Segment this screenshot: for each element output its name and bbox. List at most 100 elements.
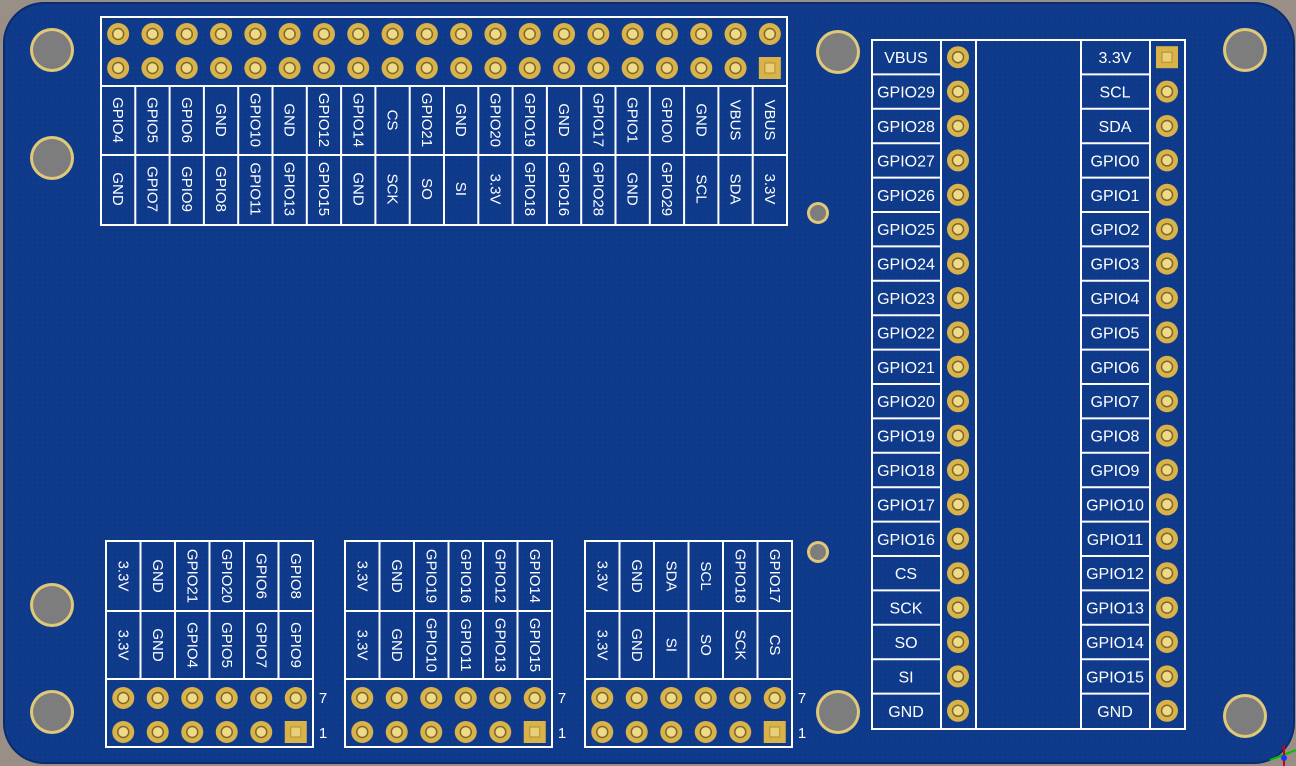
header-label: 3.3V — [486, 174, 503, 205]
module-right-label: GPIO0 — [1091, 153, 1140, 170]
module-left-label: GPIO20 — [877, 394, 935, 411]
header-pad — [210, 23, 233, 45]
module-right-label: GPIO7 — [1091, 394, 1140, 411]
pmod-pad — [284, 687, 307, 709]
module-pad — [947, 321, 969, 344]
header-label: GPIO5 — [143, 97, 160, 143]
module-right-label: GPIO8 — [1091, 429, 1140, 446]
module-left-label: GPIO28 — [877, 119, 935, 136]
module-right-label: GPIO12 — [1086, 566, 1144, 583]
header-pad — [518, 23, 541, 45]
module-right-label: GPIO3 — [1091, 257, 1140, 274]
module-pad — [947, 183, 969, 206]
header-pad — [621, 57, 644, 79]
header-label: GPIO11 — [246, 162, 263, 215]
module-pad — [1156, 390, 1178, 413]
module-left-label: GPIO24 — [877, 257, 935, 274]
module-pad — [947, 46, 969, 69]
header-label: GPIO1 — [624, 97, 641, 143]
module-left-label: GPIO21 — [877, 360, 935, 377]
pmod-label: GND — [628, 559, 645, 593]
module-right-label: GPIO4 — [1091, 291, 1140, 308]
pin-number-label: 7 — [319, 690, 327, 707]
pmod-label: GPIO11 — [457, 618, 474, 671]
module-right-label: SDA — [1099, 119, 1132, 136]
module-pad — [1156, 665, 1178, 688]
header-pad — [724, 57, 747, 79]
module-right-label: GPIO15 — [1086, 669, 1144, 686]
header-label: GND — [555, 103, 572, 137]
header-pad — [347, 57, 370, 79]
pmod-label: GPIO6 — [252, 553, 269, 599]
module-pad — [947, 699, 969, 722]
module-left-label: GPIO19 — [877, 429, 935, 446]
header-label: GPIO29 — [658, 162, 675, 216]
pmod-pad — [351, 721, 374, 743]
pmod-label: GPIO5 — [218, 622, 235, 668]
module-pad — [1156, 149, 1178, 172]
header-label: GND — [624, 172, 641, 206]
pmod-pad — [250, 687, 273, 709]
header-label: GPIO28 — [589, 162, 606, 216]
pmod-label: GPIO21 — [183, 549, 200, 603]
pmod-pad — [729, 687, 752, 709]
module-left-label: GPIO26 — [877, 188, 935, 205]
header-label: GPIO13 — [281, 162, 298, 216]
module-left-label: GND — [888, 704, 924, 721]
pmod-pad — [112, 687, 135, 709]
header-pad — [553, 23, 576, 45]
module-pad — [947, 218, 969, 241]
header-pad — [758, 23, 781, 45]
pmod-label: 3.3V — [593, 561, 610, 592]
module-pad — [947, 252, 969, 275]
header-label: GPIO19 — [521, 93, 538, 147]
header-pad — [107, 23, 130, 45]
pmod-pad — [181, 687, 204, 709]
pmod-label: GPIO14 — [526, 549, 543, 603]
module-left-label: VBUS — [884, 50, 928, 67]
header-label: GPIO4 — [109, 97, 126, 143]
pmod-pad — [420, 687, 443, 709]
pmod-pad — [284, 721, 307, 743]
module-right-label: GPIO11 — [1087, 532, 1144, 549]
header-label: GPIO15 — [315, 162, 332, 216]
module-right-label: GPIO10 — [1086, 497, 1144, 514]
pmod-label: CS — [766, 635, 783, 656]
header-label: GPIO18 — [521, 162, 538, 216]
axis-indicator — [1269, 745, 1296, 766]
module-pad — [1156, 596, 1178, 619]
header-pad — [278, 57, 301, 79]
header-label: GPIO0 — [658, 97, 675, 143]
header-pad — [141, 23, 164, 45]
pmod-pad — [454, 687, 477, 709]
pmod-pad — [454, 721, 477, 743]
pmod-label: GPIO15 — [526, 618, 543, 672]
pmod-pad — [660, 721, 683, 743]
module-pad — [1156, 355, 1178, 378]
module-pad — [947, 115, 969, 137]
header-pad — [621, 23, 644, 45]
header-label: SI — [452, 182, 469, 196]
header-label: GND — [692, 103, 709, 137]
header-label: CS — [384, 110, 401, 131]
pmod-label: GPIO9 — [287, 622, 304, 668]
pmod-pad — [625, 687, 648, 709]
header-label: GPIO20 — [486, 93, 503, 147]
module-left-label: GPIO29 — [877, 85, 935, 102]
pmod-label: GPIO7 — [252, 622, 269, 668]
header-pad — [484, 57, 507, 79]
header-pad — [518, 57, 541, 79]
module-pad — [1156, 252, 1178, 275]
header-label: GPIO17 — [589, 93, 606, 147]
header-pad — [758, 57, 781, 79]
module-pad — [947, 562, 969, 585]
pmod-label: GND — [388, 559, 405, 593]
header-label: GPIO7 — [143, 166, 160, 212]
module-pad — [947, 287, 969, 309]
pmod-pad — [591, 687, 614, 709]
header-pad — [690, 23, 713, 45]
pmod-label: GPIO13 — [491, 618, 508, 672]
pin-number-label: 7 — [558, 690, 566, 707]
module-pad — [1156, 424, 1178, 447]
